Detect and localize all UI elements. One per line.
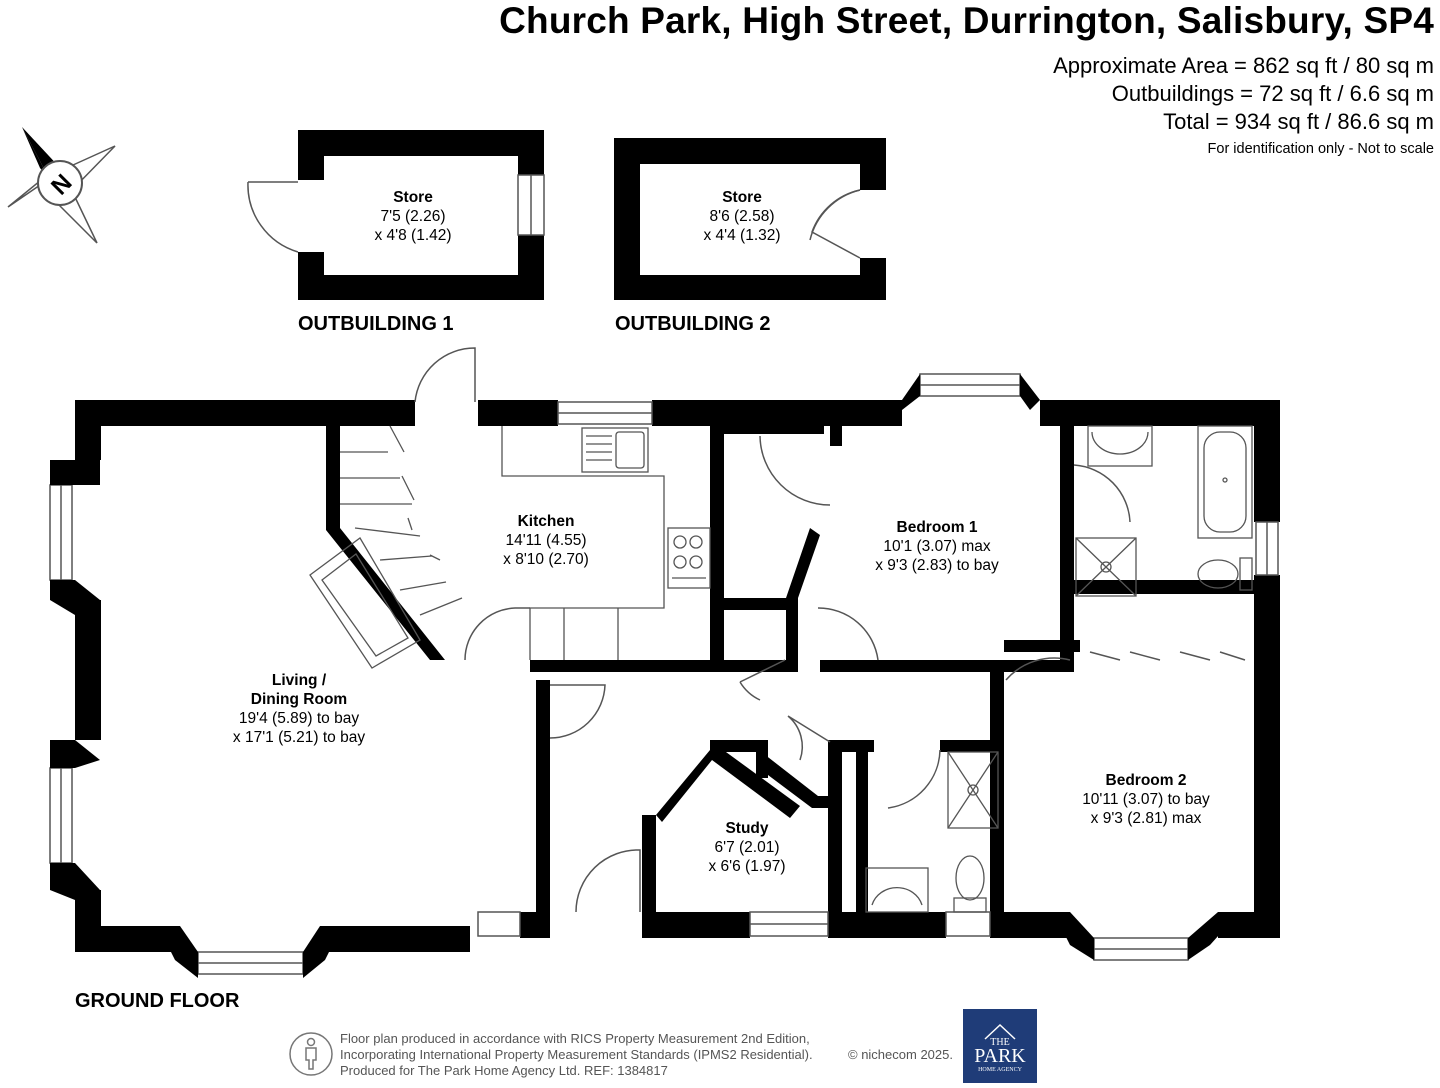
outbuilding-2-store-dim2: x 4'4 (1.32) xyxy=(703,227,780,244)
outbuilding-2-store-dim1: 8'6 (2.58) xyxy=(710,208,775,225)
bedroom2-dim1: 10'11 (3.07) to bay xyxy=(1082,791,1210,808)
ground-floor-label: GROUND FLOOR xyxy=(75,990,240,1012)
house-icon xyxy=(984,1023,1016,1040)
outbuilding-1-store-dim2: x 4'8 (1.42) xyxy=(374,227,451,244)
study-name: Study xyxy=(725,820,768,837)
living-dim2: x 17'1 (5.21) to bay xyxy=(233,729,365,746)
bedroom1-name: Bedroom 1 xyxy=(897,519,978,536)
outbuilding-1: Store 7'5 (2.26) x 4'8 (1.42) OUTBUILDIN… xyxy=(247,130,545,335)
outbuilding-2-heading: OUTBUILDING 2 xyxy=(615,313,771,335)
outbuildings-area: Outbuildings = 72 sq ft / 6.6 sq m xyxy=(1111,81,1434,106)
living-name2: Dining Room xyxy=(251,691,347,708)
ground-floor-walls xyxy=(75,400,1280,952)
outbuilding-1-store-name: Store xyxy=(393,189,433,206)
bedroom2-dim2: x 9'3 (2.81) max xyxy=(1091,810,1202,827)
footer-line-3: Produced for The Park Home Agency Ltd. R… xyxy=(340,1063,668,1078)
address-title: Church Park, High Street, Durrington, Sa… xyxy=(499,0,1434,41)
footer-line-1: Floor plan produced in accordance with R… xyxy=(340,1031,810,1046)
door-swings xyxy=(414,347,1246,913)
logo-text-the: THE xyxy=(990,1037,1010,1048)
kitchen-name: Kitchen xyxy=(518,513,575,530)
total-area: Total = 934 sq ft / 86.6 sq m xyxy=(1163,109,1434,134)
outbuilding-1-heading: OUTBUILDING 1 xyxy=(298,313,454,335)
outbuilding-2-store-name: Store xyxy=(722,189,762,206)
kitchen-fixtures xyxy=(501,426,711,660)
outbuilding-2: Store 8'6 (2.58) x 4'4 (1.32) OUTBUILDIN… xyxy=(614,138,886,335)
footer-line-2: Incorporating International Property Mea… xyxy=(340,1047,813,1062)
staircase xyxy=(309,425,463,669)
bathroom-fixtures xyxy=(865,425,1253,913)
room-labels: Kitchen 14'11 (4.55) x 8'10 (2.70) Bedro… xyxy=(233,513,1210,875)
bedroom1-dim2: x 9'3 (2.83) to bay xyxy=(875,557,999,574)
bedroom2-name: Bedroom 2 xyxy=(1106,772,1187,789)
logo-text-sub: HOME AGENCY xyxy=(978,1067,1022,1073)
scale-note: For identification only - Not to scale xyxy=(1207,141,1434,157)
living-name1: Living / xyxy=(272,672,327,689)
study-dim1: 6'7 (2.01) xyxy=(715,839,780,856)
park-home-agency-logo: THE PARK HOME AGENCY xyxy=(963,1009,1037,1083)
nichecom-credit: © nichecom 2025. xyxy=(848,1047,953,1062)
outbuilding-1-store-dim1: 7'5 (2.26) xyxy=(381,208,446,225)
kitchen-dim1: 14'11 (4.55) xyxy=(505,532,586,549)
living-dim1: 19'4 (5.89) to bay xyxy=(239,710,359,727)
bedroom1-dim1: 10'1 (3.07) max xyxy=(883,538,990,555)
bay-windows xyxy=(50,374,1228,978)
study-dim2: x 6'6 (1.97) xyxy=(708,858,785,875)
approximate-area: Approximate Area = 862 sq ft / 80 sq m xyxy=(1053,53,1434,78)
logo-text-park: PARK xyxy=(974,1045,1026,1067)
windows xyxy=(49,373,1279,975)
kitchen-dim2: x 8'10 (2.70) xyxy=(503,551,589,568)
person-icon xyxy=(289,1032,333,1076)
compass-rose-icon: N xyxy=(7,127,116,244)
